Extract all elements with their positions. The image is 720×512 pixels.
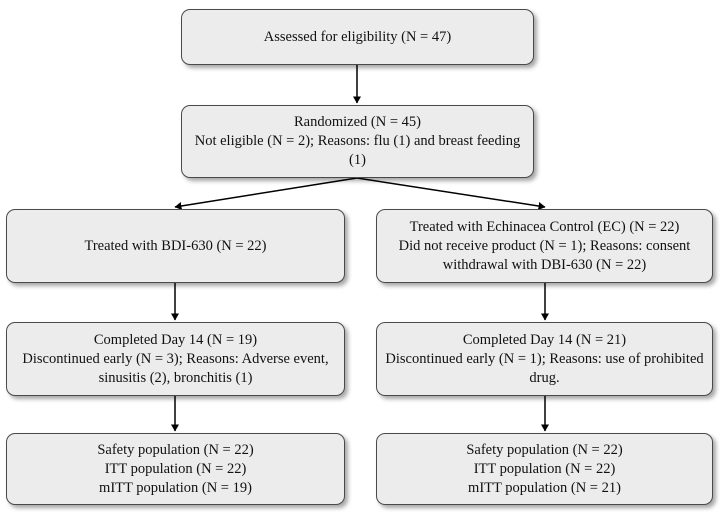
ec-safety-population: Safety population (N = 22)	[466, 441, 623, 458]
ec-treated-box: Treated with Echinacea Control (EC) (N =…	[376, 209, 713, 283]
bdi-completed-box: Completed Day 14 (N = 19) Discontinued e…	[6, 322, 345, 396]
bdi-treated-box: Treated with BDI-630 (N = 22)	[6, 209, 345, 283]
bdi-reasons-text: sinusitis (2), bronchitis (1)	[98, 369, 253, 386]
ec-discontinued-text: Discontinued early (N = 1); Reasons: use…	[385, 350, 704, 367]
arrow-randomized-to-bdi	[174, 177, 358, 210]
bdi-population-box: Safety population (N = 22) ITT populatio…	[6, 433, 345, 505]
ec-reasons-text: drug.	[529, 369, 560, 386]
ec-completed-box: Completed Day 14 (N = 21) Discontinued e…	[376, 322, 713, 396]
randomized-text: Randomized (N = 45)	[294, 114, 421, 130]
ec-withdrawal-text: withdrawal with DBI-630 (N = 22)	[442, 256, 647, 273]
bdi-discontinued-text: Discontinued early (N = 3); Reasons: Adv…	[22, 350, 329, 367]
randomized-box: Randomized (N = 45) Not eligible (N = 2)…	[181, 105, 534, 178]
ec-treated-text: Treated with Echinacea Control (EC) (N =…	[409, 218, 680, 235]
bdi-completed-text: Completed Day 14 (N = 19)	[93, 331, 258, 348]
bdi-treated-text: Treated with BDI-630 (N = 22)	[84, 237, 267, 254]
ec-itt-population: ITT population (N = 22)	[473, 460, 616, 477]
ec-not-received-text: Did not receive product (N = 1); Reasons…	[398, 237, 691, 254]
bdi-mitt-population: mITT population (N = 19)	[99, 479, 252, 496]
bdi-itt-population: ITT population (N = 22)	[104, 460, 247, 477]
not-eligible-text: Not eligible (N = 2); Reasons: flu (1) a…	[194, 133, 521, 168]
assessed-box: Assessed for eligibility (N = 47)	[181, 9, 534, 65]
ec-mitt-population: mITT population (N = 21)	[468, 479, 621, 496]
ec-completed-text: Completed Day 14 (N = 21)	[462, 331, 627, 348]
assessed-text: Assessed for eligibility (N = 47)	[263, 28, 452, 45]
ec-population-box: Safety population (N = 22) ITT populatio…	[376, 433, 713, 505]
bdi-safety-population: Safety population (N = 22)	[97, 441, 254, 458]
arrow-randomized-to-ec	[356, 177, 546, 210]
